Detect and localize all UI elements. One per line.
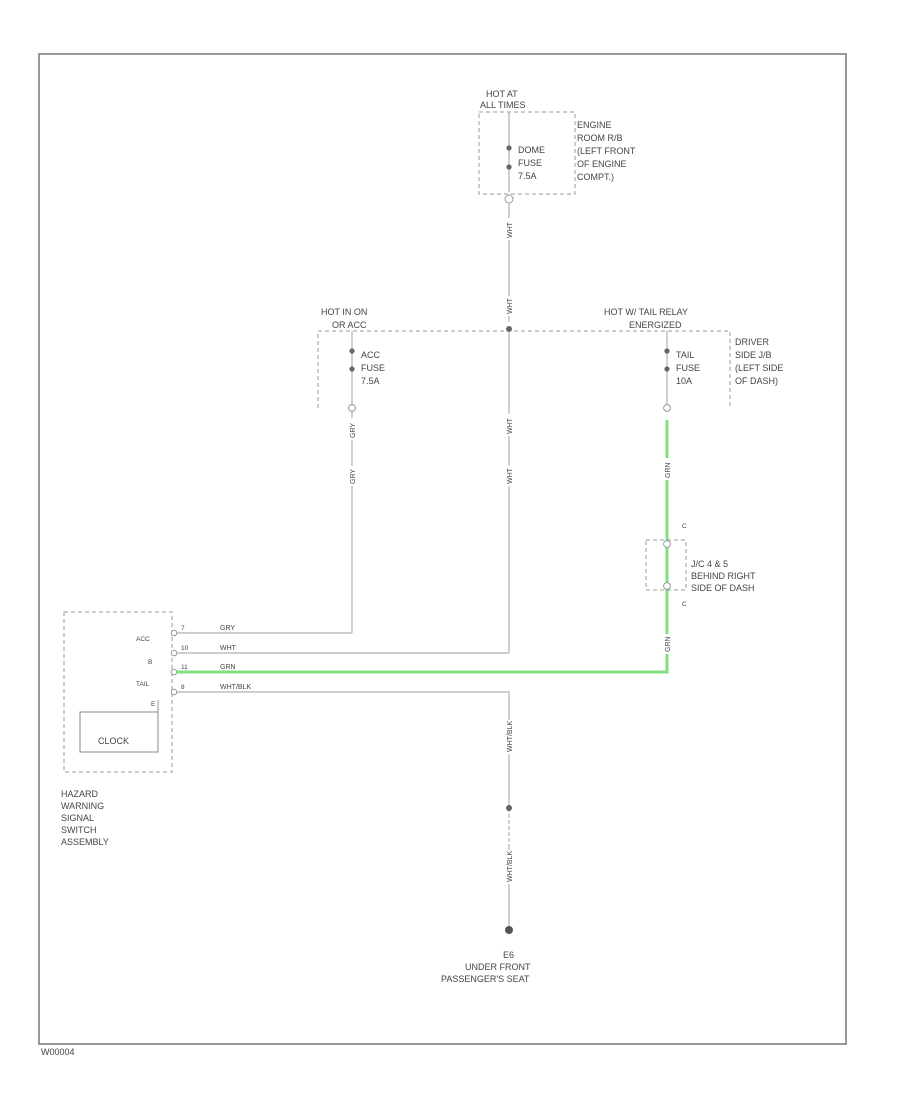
figure-id: W00004 bbox=[41, 1047, 75, 1057]
dome-fuse-terminal-top bbox=[506, 145, 512, 151]
switch-wire-color-b: WHT bbox=[220, 645, 237, 652]
switch-wire-color-acc: GRY bbox=[220, 625, 235, 632]
tail-fuse-terminal-bottom bbox=[664, 366, 670, 372]
dome-fuse-terminal-bottom bbox=[506, 164, 512, 170]
engine-room-location-4: OF ENGINE bbox=[577, 159, 627, 169]
engine-room-location-1: ENGINE bbox=[577, 120, 612, 130]
driver-side-location-3: (LEFT SIDE bbox=[735, 363, 783, 373]
engine-room-rb-box bbox=[478, 111, 576, 195]
acc-fuse-terminal-top bbox=[349, 348, 355, 354]
hazard-switch-name-5: ASSEMBLY bbox=[61, 837, 109, 847]
switch-pin-acc: ACC bbox=[136, 636, 150, 643]
tail-fuse-name-1: TAIL bbox=[676, 350, 694, 360]
wire-e-ground bbox=[177, 691, 510, 930]
switch-wire-color-e: WHT/BLK bbox=[220, 684, 251, 691]
hot-w-tail-relay-label: HOT W/ TAIL RELAY bbox=[604, 307, 688, 317]
junction-connector: C C J/C 4 & 5 BEHIND RIGHT SIDE OF DASH bbox=[645, 523, 756, 608]
dome-fuse-name-1: DOME bbox=[518, 145, 545, 155]
junction-name-2: BEHIND RIGHT bbox=[691, 571, 756, 581]
wire-label-center-lower-2: WHT bbox=[507, 467, 514, 484]
switch-wire-color-tail: GRN bbox=[220, 664, 236, 671]
tail-fuse-connector bbox=[663, 404, 671, 412]
hot-w-tail-relay-label-2: ENERGIZED bbox=[629, 320, 682, 330]
junction-terminal-top bbox=[663, 540, 671, 548]
driver-side-location-2: SIDE J/B bbox=[735, 350, 772, 360]
engine-room-location-5: COMPT.) bbox=[577, 172, 614, 182]
dome-fuse-connector bbox=[504, 194, 514, 204]
dome-fuse-name-3: 7.5A bbox=[518, 171, 537, 181]
hazard-switch-name-2: WARNING bbox=[61, 801, 104, 811]
switch-pin-number-acc: 7 bbox=[181, 625, 185, 632]
driver-side-location-4: OF DASH) bbox=[735, 376, 778, 386]
center-splice bbox=[506, 326, 512, 332]
wire-label-tail-lower: GRN bbox=[665, 636, 672, 652]
acc-fuse-name-1: ACC bbox=[361, 350, 381, 360]
wire-label-top-vertical: WHT bbox=[507, 221, 514, 238]
hazard-switch-assembly: ACC B TAIL E 7 10 11 8 GRY WHT GRN WHT/B… bbox=[61, 611, 251, 847]
wire-label-acc-lower: GRY bbox=[350, 469, 357, 484]
engine-room-location-3: (LEFT FRONT bbox=[577, 146, 636, 156]
switch-terminal-b bbox=[170, 649, 178, 657]
dome-fuse-name-2: FUSE bbox=[518, 158, 542, 168]
tail-fuse-name-2: FUSE bbox=[676, 363, 700, 373]
hazard-switch-name-3: SIGNAL bbox=[61, 813, 94, 823]
ground-location-1: UNDER FRONT bbox=[465, 962, 531, 972]
hot-at-all-times-label: HOT AT bbox=[486, 89, 518, 99]
junction-pin-top: C bbox=[682, 523, 687, 530]
hazard-switch-name-1: HAZARD bbox=[61, 789, 99, 799]
ground-location-2: PASSENGER'S SEAT bbox=[441, 974, 530, 984]
wire-label-acc-upper: GRY bbox=[350, 423, 357, 438]
tail-fuse-terminal-top bbox=[664, 348, 670, 354]
switch-pin-e: E bbox=[151, 701, 156, 708]
clock-box bbox=[79, 711, 159, 753]
switch-pin-number-e: 8 bbox=[181, 684, 185, 691]
dome-fuse-block: HOT AT ALL TIMES DOME FUSE 7.5A ENGINE R… bbox=[478, 89, 636, 204]
junction-box bbox=[645, 539, 687, 591]
diagram-frame bbox=[38, 53, 847, 1045]
ground-point: E6 UNDER FRONT PASSENGER'S SEAT bbox=[441, 926, 531, 984]
switch-pin-b: B bbox=[148, 659, 152, 666]
wire-label-tail-upper: GRN bbox=[665, 462, 672, 478]
switch-terminal-tail bbox=[170, 668, 178, 676]
wire-tail-grn-highlight bbox=[177, 420, 669, 674]
ground-id: E6 bbox=[503, 950, 514, 960]
switch-pin-number-tail: 11 bbox=[181, 664, 188, 671]
wire-label-center-lower: WHT bbox=[507, 417, 514, 434]
driver-side-location-1: DRIVER bbox=[735, 337, 770, 347]
acc-fuse-terminal-bottom bbox=[349, 366, 355, 372]
junction-name-3: SIDE OF DASH bbox=[691, 583, 755, 593]
wire-label-ground-upper: WHT/BLK bbox=[507, 721, 514, 752]
switch-terminal-e bbox=[170, 688, 178, 696]
acc-fuse-name-2: FUSE bbox=[361, 363, 385, 373]
junction-terminal-bottom bbox=[663, 582, 671, 590]
engine-room-location-2: ROOM R/B bbox=[577, 133, 623, 143]
driver-side-jb-outline bbox=[317, 330, 731, 408]
ground-splice-connector bbox=[506, 805, 512, 811]
switch-pin-number-b: 10 bbox=[181, 645, 189, 652]
hot-in-on-acc-label-2: OR ACC bbox=[332, 320, 367, 330]
hazard-switch-box bbox=[63, 611, 173, 773]
driver-side-jb: HOT IN ON OR ACC HOT W/ TAIL RELAY ENERG… bbox=[317, 307, 783, 412]
switch-pin-tail: TAIL bbox=[136, 681, 150, 688]
wire-label-ground-lower: WHT/BLK bbox=[507, 851, 514, 882]
wire-label-center-upper: WHT bbox=[507, 297, 514, 314]
hot-at-all-times-label-2: ALL TIMES bbox=[480, 100, 526, 110]
acc-fuse-connector bbox=[348, 404, 356, 412]
acc-fuse-name-3: 7.5A bbox=[361, 376, 380, 386]
ground-terminal bbox=[505, 926, 513, 934]
hot-in-on-acc-label: HOT IN ON bbox=[321, 307, 367, 317]
clock-label: CLOCK bbox=[98, 736, 129, 746]
junction-name-1: J/C 4 & 5 bbox=[691, 559, 728, 569]
switch-terminal-acc bbox=[170, 629, 178, 637]
junction-pin-bottom: C bbox=[682, 601, 687, 608]
tail-fuse-name-3: 10A bbox=[676, 376, 692, 386]
hazard-switch-name-4: SWITCH bbox=[61, 825, 97, 835]
